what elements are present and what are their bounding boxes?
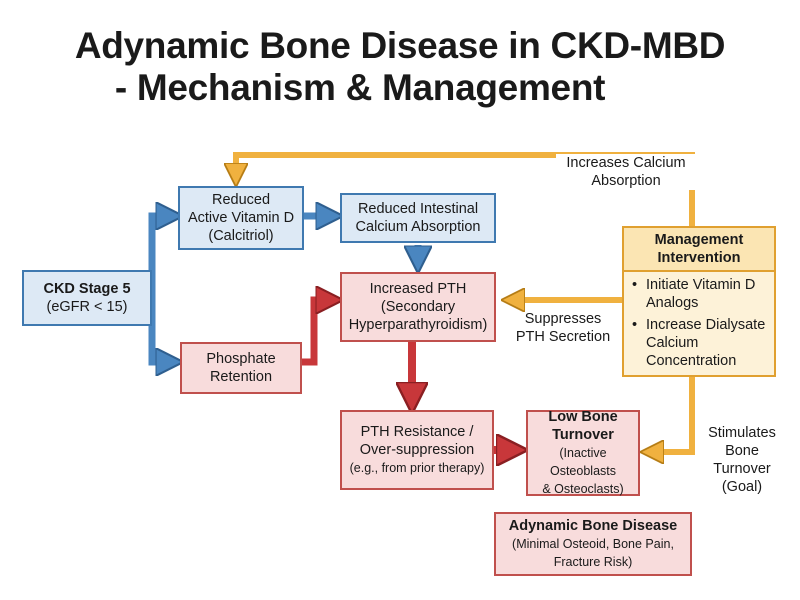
- node-phosphate-retention: Phosphate Retention: [180, 342, 302, 394]
- node-pth-line2: (Secondary: [380, 299, 456, 315]
- management-item-dialysate-line1: Increase Dialysate: [646, 317, 766, 333]
- label-stimulates-line1: Stimulates: [708, 425, 776, 441]
- label-stimulates-line2: Bone: [725, 443, 759, 459]
- management-item-vitd: • Initiate Vitamin D Analogs: [632, 276, 766, 312]
- node-resistance-line3: (e.g., from prior therapy): [349, 461, 485, 475]
- node-ckd-line1: CKD Stage 5: [43, 281, 131, 297]
- node-vitd-line3: (Calcitriol): [208, 228, 274, 244]
- node-resistance-line1: PTH Resistance /: [360, 424, 474, 440]
- label-stimulates-line4: (Goal): [721, 479, 763, 495]
- management-list: • Initiate Vitamin D Analogs • Increase …: [624, 276, 774, 374]
- management-item-vitd-line2: Analogs: [646, 295, 699, 311]
- node-pth-line1: Increased PTH: [369, 281, 467, 297]
- arrow-management-to-lowturnover: [655, 377, 695, 452]
- management-item-vitd-line1: Initiate Vitamin D: [646, 277, 756, 293]
- node-lowturnover-line1: Low Bone: [548, 409, 618, 425]
- arrow-ckd-to-phosphate: [148, 298, 166, 362]
- node-vitd-line1: Reduced: [211, 192, 271, 208]
- node-low-bone-turnover: Low Bone Turnover (Inactive Osteoblasts …: [526, 409, 640, 496]
- management-heading: Management Intervention: [624, 228, 774, 272]
- node-increased-pth: Increased PTH (Secondary Hyperparathyroi…: [340, 272, 496, 342]
- node-intestinal-line1: Reduced Intestinal: [357, 201, 479, 217]
- management-item-dialysate: • Increase Dialysate Calcium Concentrati…: [632, 316, 766, 370]
- label-stimulates-turnover: Stimulates Bone Turnover (Goal): [700, 424, 784, 496]
- node-lowturnover-line2: Turnover: [552, 427, 614, 443]
- label-stimulates-line3: Turnover: [713, 461, 771, 477]
- node-reduced-intestinal-absorption: Reduced Intestinal Calcium Absorption: [340, 193, 496, 243]
- node-vitd-line2: Active Vitamin D: [187, 210, 295, 226]
- management-item-dialysate-line2: Calcium: [646, 335, 699, 351]
- node-phosphate-line2: Retention: [209, 369, 273, 385]
- label-increases-calcium-line1: Increases Calcium: [566, 155, 686, 171]
- bullet-icon: •: [632, 317, 638, 333]
- node-resistance-line2: Over-suppression: [359, 442, 475, 458]
- arrow-phosphate-to-pth: [302, 300, 326, 366]
- label-suppresses-pth-line1: Suppresses: [524, 311, 602, 327]
- node-abd-line2: (Minimal Osteoid, Bone Pain,: [512, 537, 674, 551]
- node-ckd-line2: (eGFR < 15): [46, 299, 128, 315]
- label-increases-calcium: Increases Calcium Absorption: [556, 154, 696, 190]
- node-intestinal-line2: Calcium Absorption: [355, 219, 481, 235]
- node-phosphate-line1: Phosphate: [206, 351, 276, 367]
- node-management-intervention: Management Intervention • Initiate Vitam…: [622, 226, 776, 377]
- node-abd-line3: Fracture Risk): [553, 555, 633, 569]
- bullet-icon: •: [632, 277, 638, 293]
- label-suppresses-pth: Suppresses PTH Secretion: [508, 310, 618, 346]
- arrow-management-to-vitd: [236, 152, 695, 226]
- label-increases-calcium-line2: Absorption: [591, 173, 661, 189]
- node-abd-line1: Adynamic Bone Disease: [508, 518, 678, 534]
- node-adynamic-bone-disease: Adynamic Bone Disease (Minimal Osteoid, …: [494, 512, 692, 576]
- node-ckd-stage-5: CKD Stage 5 (eGFR < 15): [22, 270, 152, 326]
- node-reduced-vitamin-d: Reduced Active Vitamin D (Calcitriol): [178, 186, 304, 250]
- management-heading-line1: Management: [654, 232, 744, 248]
- management-heading-line2: Intervention: [657, 250, 741, 266]
- node-pth-resistance: PTH Resistance / Over-suppression (e.g.,…: [340, 410, 494, 490]
- node-lowturnover-line4: & Osteoclasts): [542, 482, 624, 496]
- node-pth-line3: Hyperparathyroidism): [348, 317, 488, 333]
- diagram-title-line1: Adynamic Bone Disease in CKD-MBD: [74, 25, 726, 66]
- arrow-ckd-to-vitd: [148, 216, 166, 298]
- label-suppresses-pth-line2: PTH Secretion: [515, 329, 611, 345]
- management-item-dialysate-line3: Concentration: [646, 353, 737, 369]
- node-lowturnover-line3: (Inactive Osteoblasts: [549, 446, 616, 478]
- diagram-title-line2: - Mechanism & Management: [114, 67, 606, 108]
